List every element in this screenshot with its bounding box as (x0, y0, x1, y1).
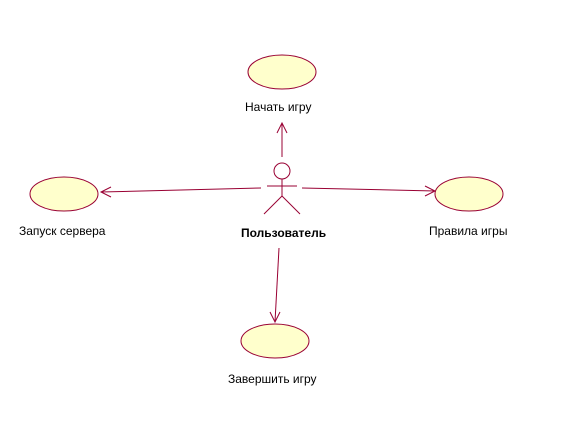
association-server (100, 187, 262, 193)
actor-right-leg (281, 195, 301, 215)
use-case-server-label: Запуск сервера (19, 224, 106, 238)
actor-label: Пользователь (241, 226, 327, 240)
use-case-rules-label: Правила игры (429, 224, 508, 238)
actor-figure[interactable] (263, 162, 301, 215)
use-case-server-ellipse[interactable] (29, 176, 99, 212)
arrowhead-rules (424, 185, 437, 197)
use-case-rules-ellipse[interactable] (434, 176, 504, 212)
use-case-start-ellipse[interactable] (247, 54, 317, 90)
use-case-finish-label: Завершить игру (228, 372, 317, 386)
arrowhead-finish (269, 311, 281, 324)
arrowhead-start (276, 121, 288, 134)
arrowhead-server (99, 186, 112, 198)
association-finish (274, 247, 280, 323)
association-rules (301, 187, 436, 192)
use-case-finish-ellipse[interactable] (240, 323, 310, 359)
use-case-start-label: Начать игру (245, 100, 312, 114)
actor-left-leg (263, 195, 283, 215)
actor-head (273, 162, 291, 180)
